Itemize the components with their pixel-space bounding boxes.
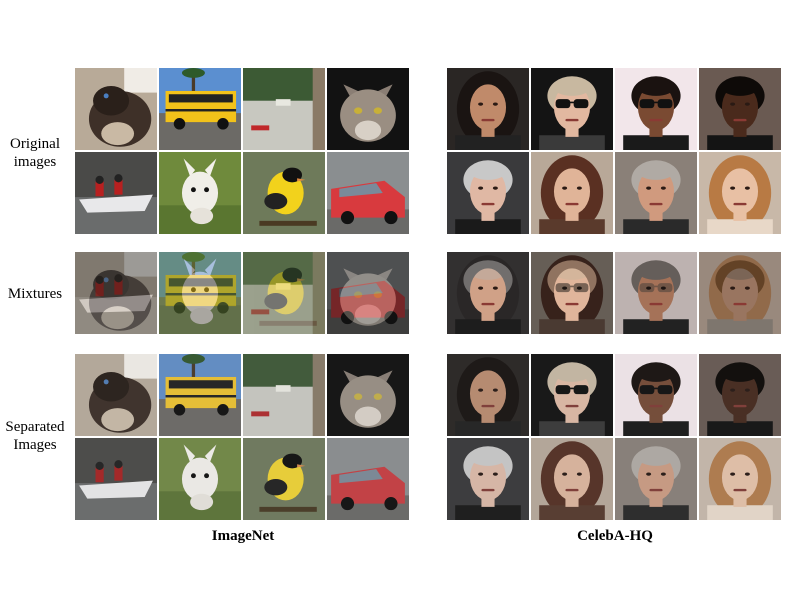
imagenet-original-grid <box>75 68 409 234</box>
imagenet-original-tile-3 <box>243 68 325 150</box>
celeba-mixture-tile-4 <box>699 252 781 334</box>
imagenet-mixture-tile-3 <box>243 252 325 334</box>
celeba-original-tile-5 <box>447 152 529 234</box>
imagenet-separated-tile-8 <box>327 438 409 520</box>
celeba-separated-tile-6 <box>531 438 613 520</box>
celeba-mixture-grid <box>447 252 781 334</box>
celeba-original-tile-4 <box>699 68 781 150</box>
celeba-original-tile-8 <box>699 152 781 234</box>
imagenet-separated-tile-3 <box>243 354 325 436</box>
celeba-original-tile-1 <box>447 68 529 150</box>
celeba-separated-tile-1 <box>447 354 529 436</box>
celeba-mixture-tile-3 <box>615 252 697 334</box>
imagenet-separated-tile-2 <box>159 354 241 436</box>
row-label-mixtures: Mixtures <box>0 285 70 303</box>
imagenet-separated-tile-1 <box>75 354 157 436</box>
celeba-original-tile-2 <box>531 68 613 150</box>
celeba-mixture-tile-2 <box>531 252 613 334</box>
imagenet-original-tile-7 <box>243 152 325 234</box>
imagenet-separated-tile-5 <box>75 438 157 520</box>
celeba-separated-grid <box>447 354 781 520</box>
celeba-separated-tile-3 <box>615 354 697 436</box>
celeba-separated-tile-2 <box>531 354 613 436</box>
row-label-original: Original images <box>0 135 70 171</box>
row-label-mixtures-text: Mixtures <box>7 286 63 302</box>
imagenet-original-tile-8 <box>327 152 409 234</box>
celeba-separated-tile-4 <box>699 354 781 436</box>
imagenet-original-tile-4 <box>327 68 409 150</box>
celeba-original-tile-6 <box>531 152 613 234</box>
imagenet-separated-tile-6 <box>159 438 241 520</box>
imagenet-original-tile-6 <box>159 152 241 234</box>
caption-celeba-text: CelebA-HQ <box>577 528 653 544</box>
imagenet-original-tile-5 <box>75 152 157 234</box>
row-label-separated-text: Separated Images <box>5 419 65 453</box>
imagenet-mixture-grid <box>75 252 409 334</box>
row-label-original-text: Original images <box>10 136 60 170</box>
celeba-separated-tile-7 <box>615 438 697 520</box>
celeba-mixture-tile-1 <box>447 252 529 334</box>
imagenet-mixture-tile-4 <box>327 252 409 334</box>
imagenet-mixture-tile-2 <box>159 252 241 334</box>
celeba-original-tile-7 <box>615 152 697 234</box>
row-label-separated: Separated Images <box>0 418 70 454</box>
imagenet-original-tile-2 <box>159 68 241 150</box>
celeba-separated-tile-8 <box>699 438 781 520</box>
imagenet-separated-tile-7 <box>243 438 325 520</box>
caption-imagenet: ImageNet <box>75 528 411 545</box>
imagenet-separated-tile-4 <box>327 354 409 436</box>
caption-imagenet-text: ImageNet <box>211 528 275 544</box>
caption-celeba: CelebA-HQ <box>447 528 783 545</box>
imagenet-separated-grid <box>75 354 409 520</box>
imagenet-original-tile-1 <box>75 68 157 150</box>
imagenet-mixture-tile-1 <box>75 252 157 334</box>
celeba-original-grid <box>447 68 781 234</box>
celeba-original-tile-3 <box>615 68 697 150</box>
celeba-separated-tile-5 <box>447 438 529 520</box>
